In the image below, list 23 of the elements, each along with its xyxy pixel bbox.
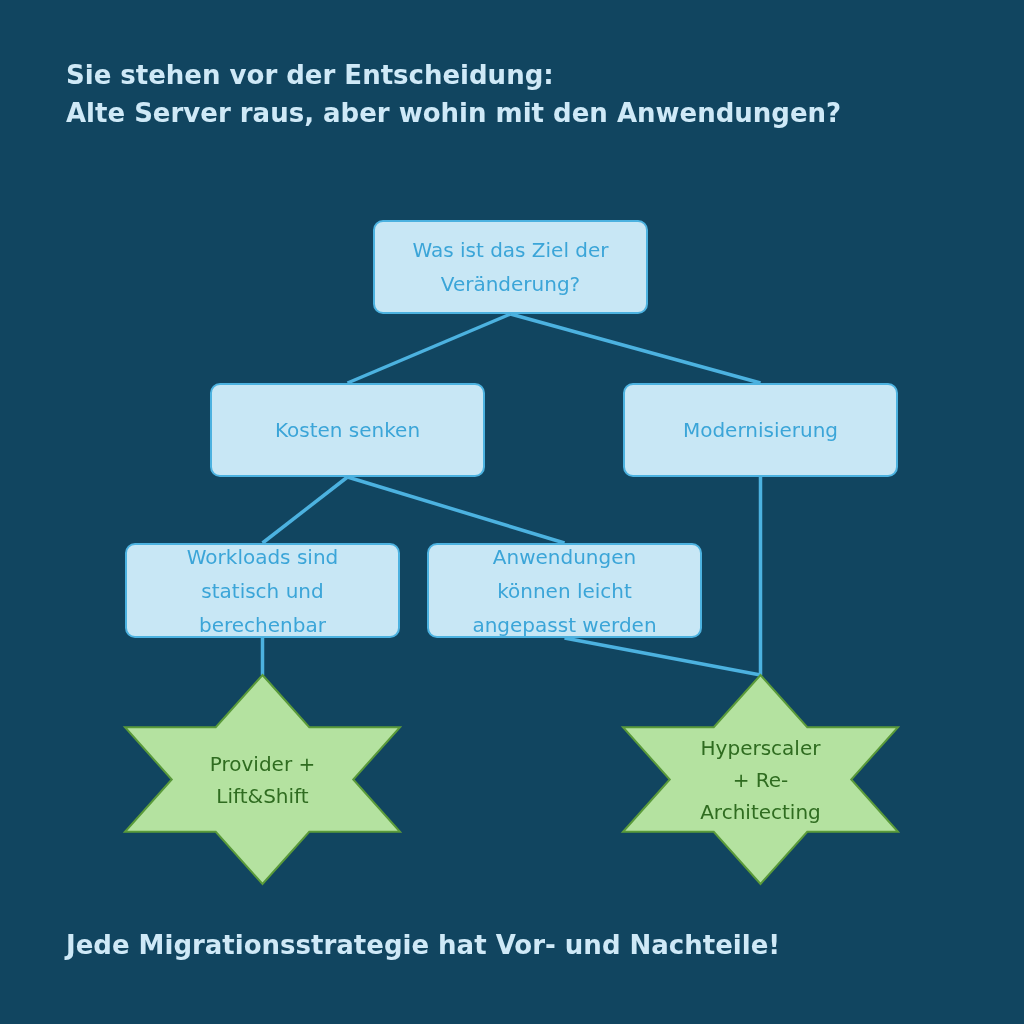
box-label: Anwendungen können leicht angepasst werden	[471, 543, 658, 639]
decision-box	[373, 220, 648, 314]
caption: Jede Migrationsstrategie hat Vor- und Nachteile!	[66, 929, 782, 962]
decision-box	[125, 543, 400, 638]
result-label: Hyperscaler + Re-Architecting	[699, 734, 822, 826]
connector-line	[758, 477, 763, 675]
box-label: Workloads sind statisch und berechenbar	[185, 543, 340, 639]
connector-line	[347, 475, 565, 545]
decision-box	[210, 383, 485, 477]
connector-line	[510, 312, 761, 385]
result-label: Provider + Lift&Shift	[208, 750, 317, 810]
star-shape	[623, 675, 898, 884]
box-label: Kosten senken	[273, 417, 422, 444]
box-label: Was ist das Ziel der Veränderung?	[411, 237, 610, 298]
connector-line	[261, 475, 349, 545]
connector-line	[346, 312, 512, 385]
decision-box	[623, 383, 898, 477]
box-label: Modernisierung	[681, 417, 840, 444]
decision-box	[427, 543, 702, 638]
connector-line	[564, 636, 761, 677]
connector-line	[260, 638, 265, 675]
title: Sie stehen vor der Entscheidung: Alte Server raus, aber wohin mit den Anwendungen?	[66, 59, 843, 130]
star-shape	[125, 675, 400, 884]
